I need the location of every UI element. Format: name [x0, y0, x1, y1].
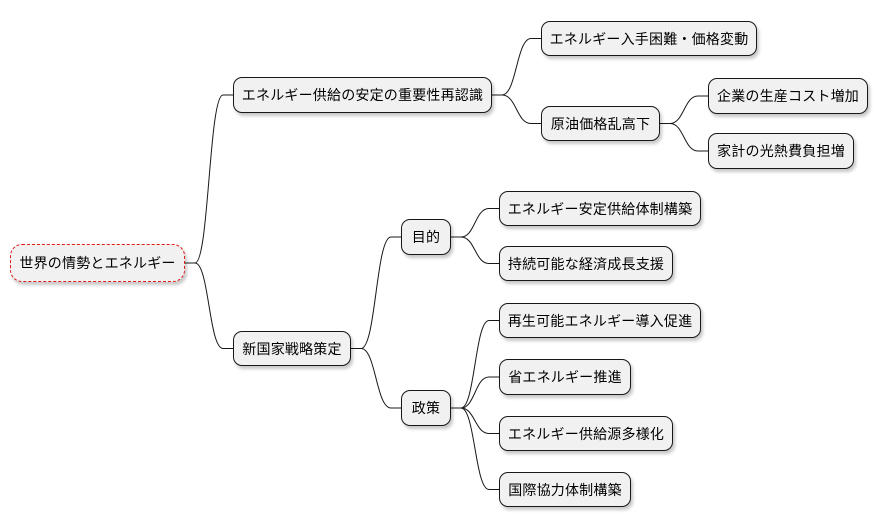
connector-root-to-energy-supply-stability	[185, 94, 233, 264]
connector-policy-to-renewable-promotion	[451, 320, 499, 409]
node-household-burden-increase: 家計の光熱費負担増	[708, 133, 854, 169]
node-purpose: 目的	[401, 219, 451, 255]
node-root: 世界の情勢とエネルギー	[10, 244, 185, 282]
node-policy: 政策	[401, 390, 451, 426]
node-national-strategy: 新国家戦略策定	[233, 331, 351, 366]
connector-policy-to-supply-diversification	[451, 407, 499, 434]
connector-policy-to-energy-saving	[451, 376, 499, 409]
connector-oil-price-fluctuation-to-household-burden-increase	[660, 123, 708, 152]
connector-root-to-national-strategy	[185, 262, 233, 349]
node-international-cooperation: 国際協力体制構築	[499, 472, 631, 507]
node-corporate-cost-increase: 企業の生産コスト増加	[708, 78, 868, 114]
connector-energy-supply-stability-to-oil-price-fluctuation	[492, 94, 541, 124]
node-oil-price-fluctuation: 原油価格乱高下	[541, 106, 660, 141]
node-energy-price-volatility: エネルギー入手困難・価格変動	[541, 21, 757, 56]
node-sustainable-growth: 持続可能な経済成長支援	[499, 246, 673, 281]
connector-national-strategy-to-purpose	[351, 236, 401, 349]
node-energy-saving: 省エネルギー推進	[499, 359, 631, 395]
node-energy-supply-stability: エネルギー供給の安定の重要性再認識	[233, 77, 492, 113]
node-renewable-promotion: 再生可能エネルギー導入促進	[499, 303, 701, 338]
connector-energy-supply-stability-to-energy-price-volatility	[492, 38, 541, 96]
node-supply-diversification: エネルギー供給源多様化	[499, 416, 673, 451]
connector-policy-to-international-cooperation	[451, 407, 499, 490]
connector-purpose-to-stable-supply-system	[451, 208, 499, 238]
connector-national-strategy-to-policy	[351, 348, 401, 409]
connector-oil-price-fluctuation-to-corporate-cost-increase	[660, 95, 708, 124]
connector-purpose-to-sustainable-growth	[451, 236, 499, 264]
node-stable-supply-system: エネルギー安定供給体制構築	[499, 191, 701, 226]
